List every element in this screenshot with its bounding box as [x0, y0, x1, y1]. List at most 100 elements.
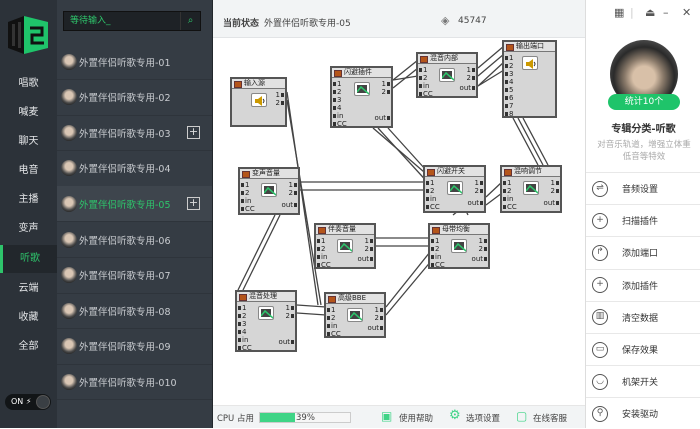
- input-port[interactable]: 2: [431, 245, 439, 253]
- list-item[interactable]: 外置伴侣听歌专用-01: [57, 44, 212, 80]
- input-port[interactable]: in: [241, 197, 251, 205]
- menu-item[interactable]: +添加插件: [586, 268, 700, 301]
- input-port[interactable]: 1: [241, 181, 249, 189]
- output-port[interactable]: 2: [479, 245, 487, 253]
- patch-wire[interactable]: [296, 312, 327, 316]
- output-port[interactable]: out: [358, 255, 373, 263]
- input-port[interactable]: in: [238, 336, 248, 344]
- nav-item[interactable]: 变声: [18, 223, 39, 234]
- patch-wire[interactable]: [377, 127, 432, 187]
- grid-icon[interactable]: ▦: [614, 6, 625, 19]
- input-port[interactable]: CC: [238, 344, 252, 352]
- output-port[interactable]: out: [282, 201, 297, 209]
- input-port[interactable]: 2: [241, 189, 249, 197]
- input-port[interactable]: CC: [431, 261, 445, 269]
- output-port[interactable]: 1: [479, 237, 487, 245]
- nav-item[interactable]: 主播: [18, 194, 39, 205]
- input-port[interactable]: 1: [238, 304, 246, 312]
- input-port[interactable]: CC: [333, 120, 347, 128]
- help-button[interactable]: 使用帮助: [399, 414, 434, 424]
- input-port[interactable]: 2: [327, 314, 335, 322]
- output-port[interactable]: out: [544, 199, 559, 207]
- stat-badge[interactable]: 统计10个: [608, 94, 680, 110]
- output-port[interactable]: 2: [276, 99, 284, 107]
- input-port[interactable]: in: [333, 112, 343, 120]
- input-port[interactable]: CC: [327, 330, 341, 338]
- input-port[interactable]: 4: [505, 78, 513, 86]
- patch-wire[interactable]: [286, 99, 322, 306]
- input-port[interactable]: 2: [333, 88, 341, 96]
- patch-wire[interactable]: [242, 214, 281, 291]
- input-port[interactable]: in: [503, 195, 513, 203]
- input-port[interactable]: 1: [431, 237, 439, 245]
- nav-item[interactable]: 唱歌: [18, 78, 39, 89]
- patch-wire[interactable]: [392, 75, 419, 81]
- input-port[interactable]: 1: [503, 179, 511, 187]
- output-port[interactable]: 2: [289, 189, 297, 197]
- output-port[interactable]: 2: [467, 74, 475, 82]
- list-item[interactable]: 外置伴侣听歌专用-010: [57, 364, 212, 401]
- list-item[interactable]: 外置伴侣听歌专用-08: [57, 293, 212, 330]
- search-input[interactable]: 等待输入_⌕: [63, 11, 201, 31]
- output-port[interactable]: 1: [276, 91, 284, 99]
- support-button[interactable]: 在线客服: [533, 414, 568, 424]
- list-item[interactable]: 外置伴侣听歌专用-05+: [57, 186, 212, 223]
- toggle-knob[interactable]: [36, 395, 50, 409]
- list-item[interactable]: 外置伴侣听歌专用-09: [57, 329, 212, 365]
- output-port[interactable]: out: [460, 84, 475, 92]
- nav-item[interactable]: 全部: [18, 341, 39, 352]
- input-port[interactable]: CC: [419, 90, 433, 98]
- patch-wire[interactable]: [477, 61, 505, 87]
- output-port[interactable]: out: [375, 114, 390, 122]
- output-port[interactable]: 1: [286, 304, 294, 312]
- input-port[interactable]: 5: [505, 86, 513, 94]
- output-port[interactable]: 2: [286, 312, 294, 320]
- input-port[interactable]: 8: [505, 110, 513, 118]
- nav-item[interactable]: 聊天: [18, 136, 39, 147]
- input-port[interactable]: 1: [333, 80, 341, 88]
- add-icon[interactable]: +: [187, 196, 200, 211]
- power-toggle[interactable]: ON ⚡: [5, 394, 51, 410]
- list-item[interactable]: 外置伴侣听歌专用-04: [57, 151, 212, 187]
- menu-item[interactable]: ↱添加端口: [586, 236, 700, 268]
- patch-wire[interactable]: [477, 69, 505, 87]
- input-port[interactable]: 1: [419, 66, 427, 74]
- input-port[interactable]: 2: [238, 312, 246, 320]
- input-port[interactable]: 7: [505, 102, 513, 110]
- nav-item[interactable]: 收藏: [18, 312, 39, 323]
- minimize-icon[interactable]: –: [663, 6, 669, 19]
- output-port[interactable]: 2: [382, 88, 390, 96]
- input-port[interactable]: 2: [505, 62, 513, 70]
- nav-item[interactable]: 听歌: [0, 245, 57, 273]
- list-item[interactable]: 外置伴侣听歌专用-03+: [57, 115, 212, 152]
- patch-wire[interactable]: [522, 117, 549, 166]
- patch-wire[interactable]: [477, 45, 505, 69]
- menu-item[interactable]: ▭保存效果: [586, 333, 700, 365]
- output-port[interactable]: 2: [551, 187, 559, 195]
- list-item[interactable]: 外置伴侣听歌专用-07: [57, 258, 212, 294]
- input-port[interactable]: CC: [241, 205, 255, 213]
- output-port[interactable]: out: [279, 338, 294, 346]
- menu-item[interactable]: +扫描插件: [586, 204, 700, 236]
- menu-item[interactable]: ⚲安装驱动: [586, 397, 700, 429]
- patch-wire[interactable]: [296, 304, 327, 308]
- search-icon[interactable]: ⌕: [180, 12, 200, 30]
- list-item[interactable]: 外置伴侣听歌专用-06: [57, 222, 212, 258]
- input-port[interactable]: in: [431, 253, 441, 261]
- input-port[interactable]: 1: [317, 237, 325, 245]
- settings-button[interactable]: 选项设置: [466, 414, 501, 424]
- input-port[interactable]: CC: [503, 203, 517, 211]
- input-port[interactable]: in: [327, 322, 337, 330]
- nav-item[interactable]: 喊麦: [18, 107, 39, 118]
- output-port[interactable]: out: [468, 199, 483, 207]
- menu-item[interactable]: ▥清空数据: [586, 300, 700, 333]
- output-port[interactable]: 1: [375, 306, 383, 314]
